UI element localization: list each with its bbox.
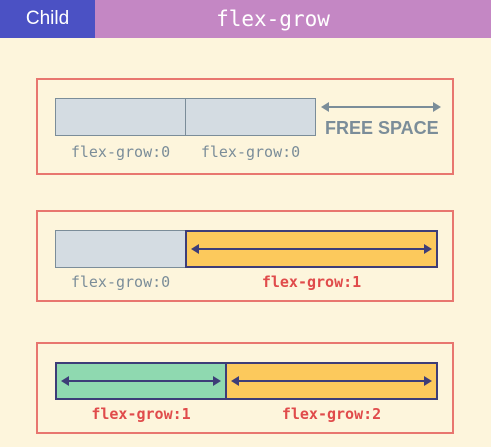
header-bar: Child flex-grow bbox=[0, 0, 491, 38]
flex-item-1-label: flex-grow:0 bbox=[70, 143, 171, 161]
category-tag: Child bbox=[0, 0, 95, 38]
flex-item-2-label: flex-grow:1 bbox=[261, 273, 362, 291]
flex-item-2-label: flex-grow:0 bbox=[200, 143, 301, 161]
free-space-arrow bbox=[321, 102, 441, 112]
page-title: flex-grow bbox=[216, 7, 330, 31]
flex-item-2 bbox=[185, 98, 316, 136]
flex-item-2-label: flex-grow:2 bbox=[281, 405, 382, 423]
example-1-panel: FREE SPACE flex-grow:0 flex-grow:0 bbox=[36, 78, 454, 175]
flex-item-2-grown bbox=[225, 362, 438, 400]
flex-item-1-label: flex-grow:1 bbox=[91, 405, 191, 423]
example-2-panel: flex-grow:0 flex-grow:1 bbox=[36, 210, 454, 302]
grow-arrow bbox=[61, 376, 221, 386]
grow-arrow bbox=[231, 376, 432, 386]
flex-item-1 bbox=[55, 98, 186, 136]
flex-item-1-label: flex-grow:0 bbox=[70, 273, 171, 291]
free-space-label: FREE SPACE bbox=[325, 118, 439, 138]
flex-item-1-grown bbox=[55, 362, 227, 400]
flex-item-2-grown bbox=[185, 230, 438, 268]
example-3-panel: flex-grow:1 flex-grow:2 bbox=[36, 342, 454, 434]
flex-item-1 bbox=[55, 230, 186, 268]
grow-arrow bbox=[191, 244, 432, 254]
